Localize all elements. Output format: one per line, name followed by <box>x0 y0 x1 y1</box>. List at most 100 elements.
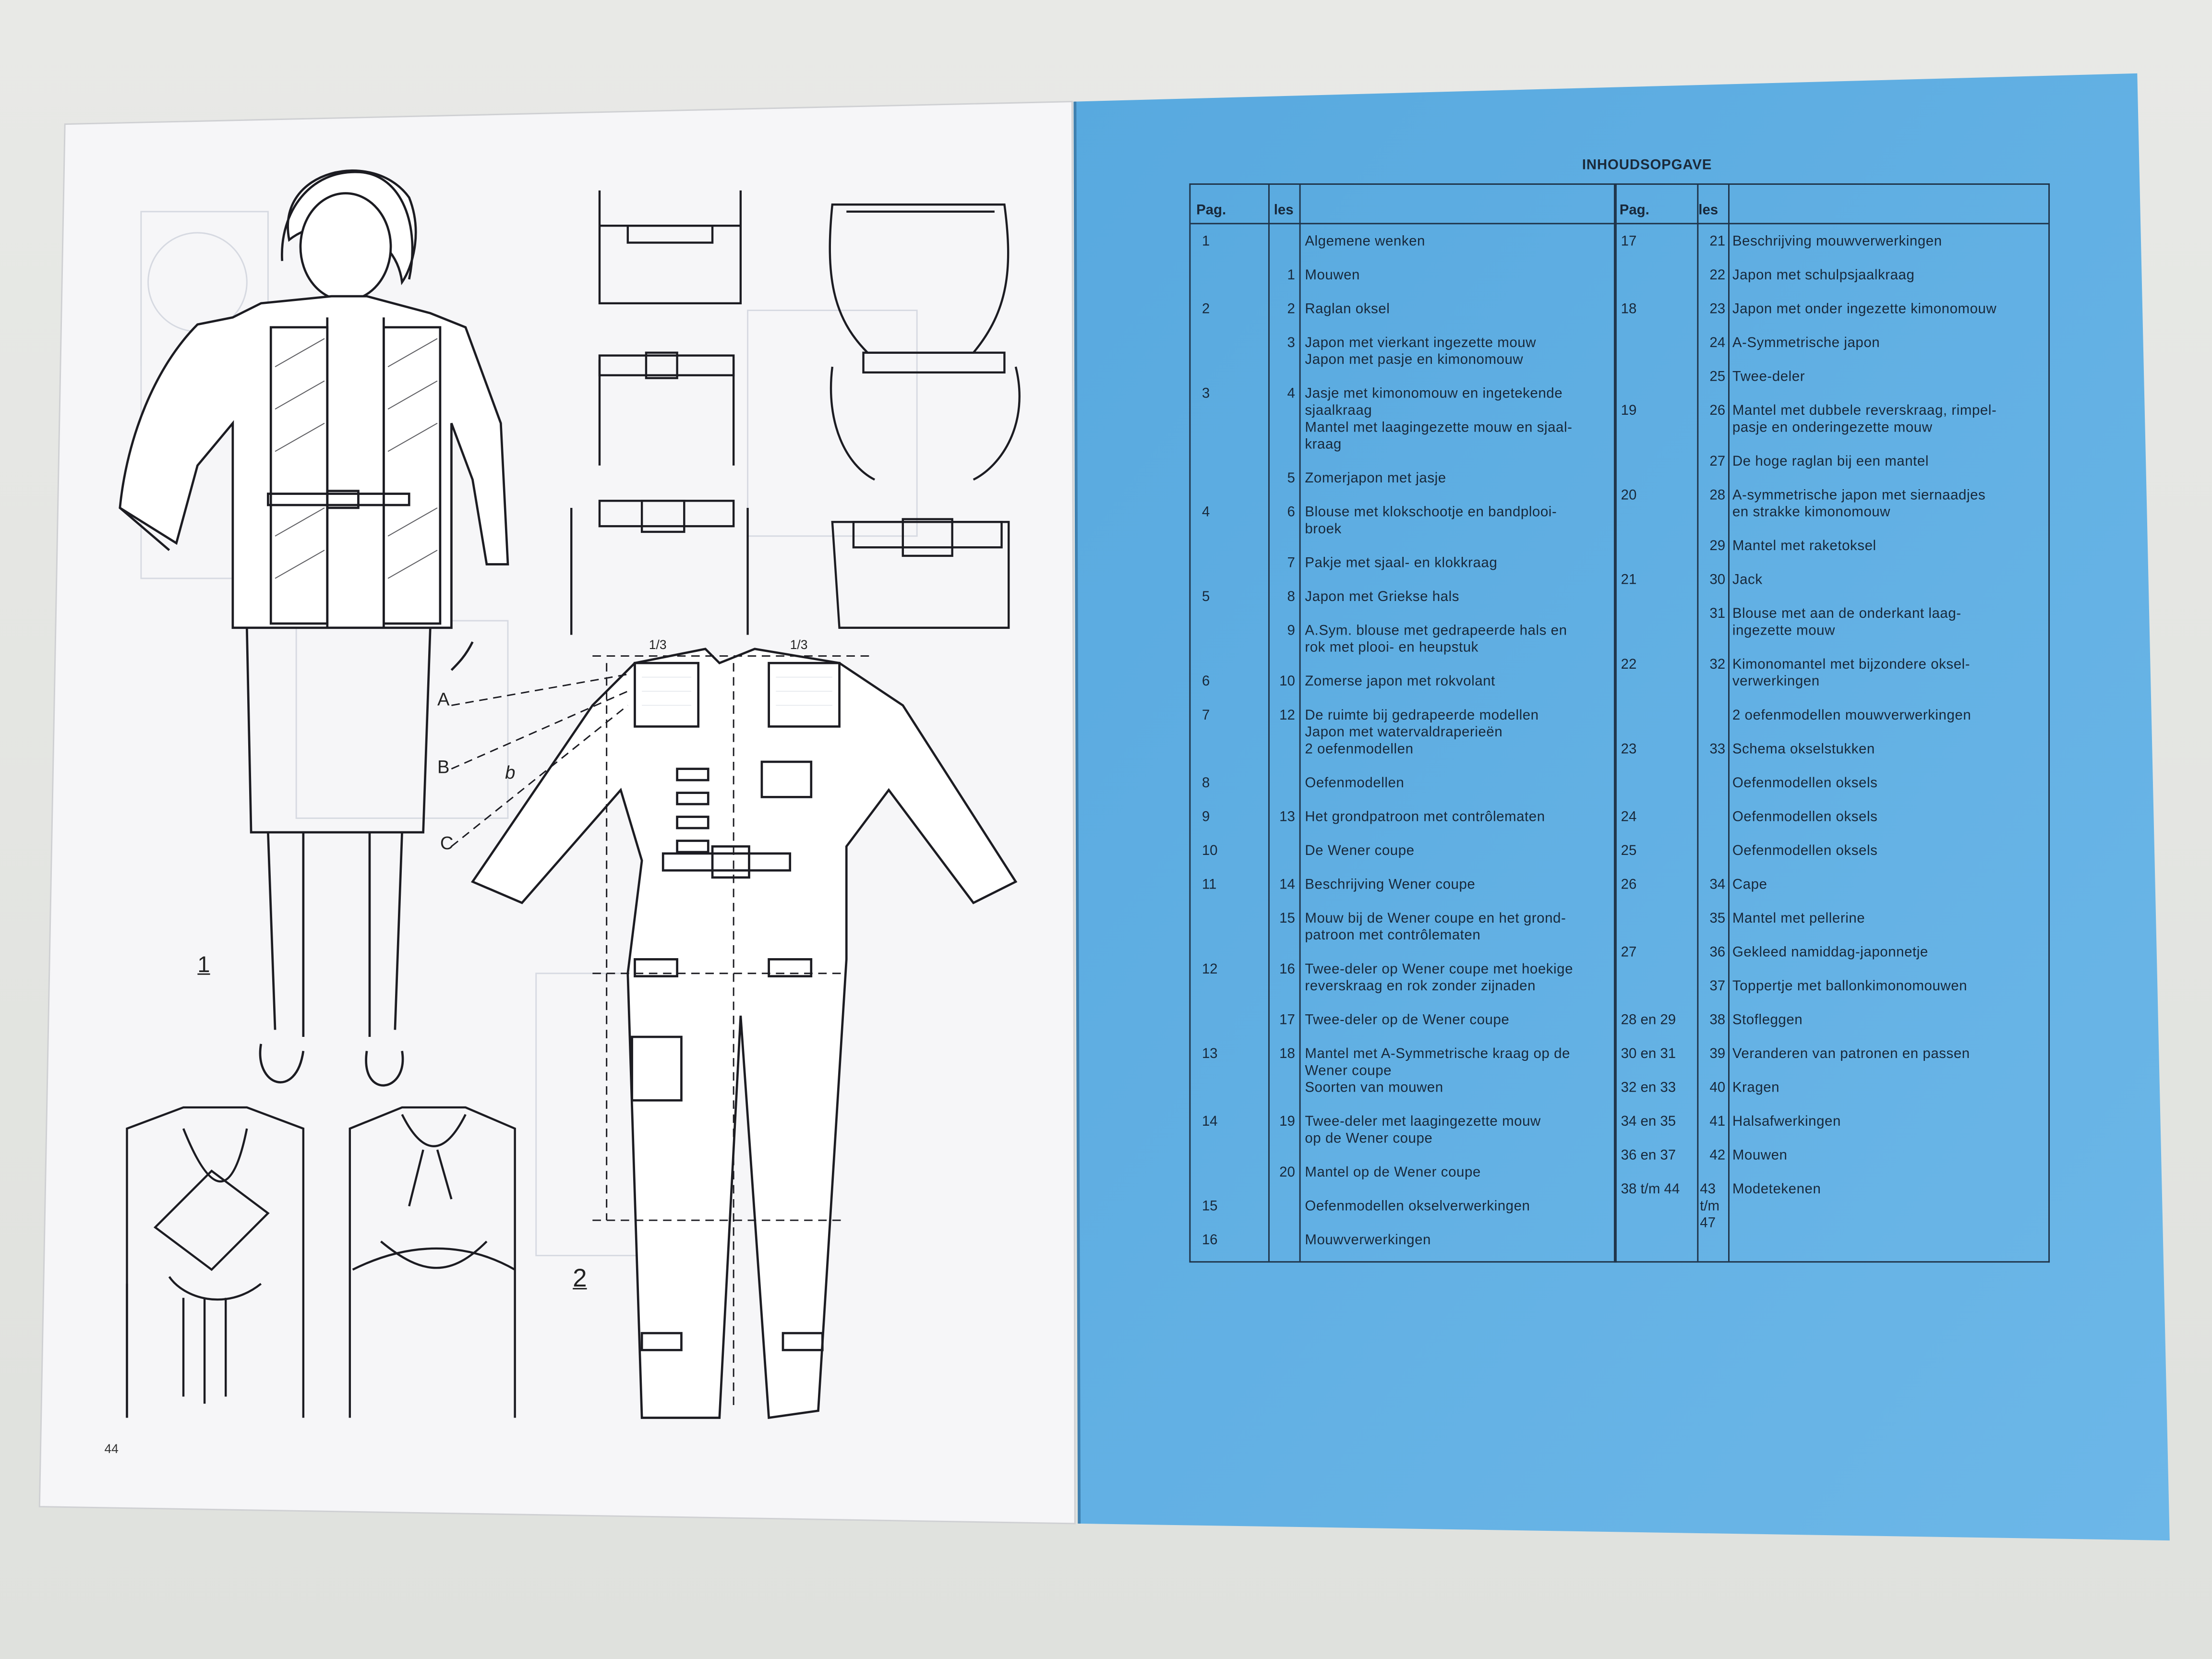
page-number: 44 <box>104 1442 119 1456</box>
toc-row[interactable]: 22 Japon met schulpsjaalkraag <box>1614 268 2048 302</box>
toc-lesson: 17 <box>1279 1013 1295 1029</box>
toc-entry-line: Mouwen <box>1305 268 1360 284</box>
toc-entry-line: Mantel met pellerine <box>1732 911 1865 927</box>
toc-entry-line: Halsafwerkingen <box>1732 1114 1841 1130</box>
toc-page: 4 <box>1202 505 1210 521</box>
toc-page: 23 <box>1621 742 1637 758</box>
toc-page: 14 <box>1202 1114 1218 1130</box>
toc-entry-line: kraag <box>1305 437 1342 453</box>
toc-entry-title: Japon met schulpsjaalkraag <box>1732 268 2048 285</box>
toc-entry-title: Beschrijving Wener coupe <box>1305 878 1615 894</box>
toc-entry-line: Veranderen van patronen en passen <box>1732 1046 1970 1062</box>
toc-entry-line: rok met plooi- en heupstuk <box>1305 640 1479 656</box>
toc-page: 3 <box>1202 386 1210 402</box>
toc-entry-line: op de Wener coupe <box>1305 1131 1433 1147</box>
toc-page: 34 en 35 <box>1621 1114 1676 1130</box>
toc-entry-line: Beschrijving mouwverwerkingen <box>1732 234 1942 250</box>
toc-lesson: 13 <box>1279 809 1295 826</box>
toc-page: 30 en 31 <box>1621 1046 1676 1062</box>
belt-sketches <box>570 190 1021 635</box>
toc-entry-line: ingezette mouw <box>1732 623 1835 639</box>
toc-lesson: 37 <box>1709 979 1726 995</box>
toc-entry-title: Oefenmodellen oksels <box>1732 810 2048 827</box>
toc-page: 15 <box>1202 1199 1218 1215</box>
toc-entry-title: Het grondpatroon met contrôlematen <box>1305 810 1615 827</box>
toc-entry-title: Oefenmodellen oksels <box>1732 843 2048 860</box>
toc-row[interactable]: 2 oefenmodellen mouwverwerkingen <box>1614 708 2048 742</box>
toc-entry-line: verwerkingen <box>1732 674 1820 690</box>
toc-entry-line: Schema okselstukken <box>1732 742 1875 758</box>
toc-row[interactable]: Oefenmodellen oksels <box>1614 776 2048 810</box>
toc-header: Pag. les <box>1190 185 1615 225</box>
toc-row[interactable]: 15 Oefenmodellen okselverwerkingen <box>1190 1199 1615 1233</box>
toc-entry-line: Mouwverwerkingen <box>1305 1233 1431 1249</box>
toc-entry-line: De ruimte bij gedrapeerde modellen <box>1305 708 1539 724</box>
toc-entry-line: Oefenmodellen okselverwerkingen <box>1305 1199 1530 1215</box>
toc-lesson: 20 <box>1279 1165 1295 1181</box>
toc-lesson: 36 <box>1709 945 1726 961</box>
toc-entry-title: A-Symmetrische japon <box>1732 336 2048 352</box>
toc-entry-title: Halsafwerkingen <box>1732 1115 2048 1131</box>
toc-entry-line: Japon met watervaldraperieën <box>1305 725 1503 741</box>
toc-entry-title: 2 oefenmodellen mouwverwerkingen <box>1732 708 2048 725</box>
toc-lesson: 22 <box>1709 268 1726 284</box>
toc-lesson: 40 <box>1709 1081 1726 1096</box>
toc-entry-line: Kragen <box>1732 1081 1780 1096</box>
toc-page: 26 <box>1621 877 1637 893</box>
toc-lesson: 8 <box>1287 589 1295 605</box>
toc-page: 28 en 29 <box>1621 1013 1676 1029</box>
toc-lesson: 42 <box>1709 1148 1726 1164</box>
toc-entry-line: Oefenmodellen oksels <box>1732 809 1878 826</box>
toc-entry-title: Mouwen <box>1305 268 1615 285</box>
label-c: C <box>440 832 454 854</box>
